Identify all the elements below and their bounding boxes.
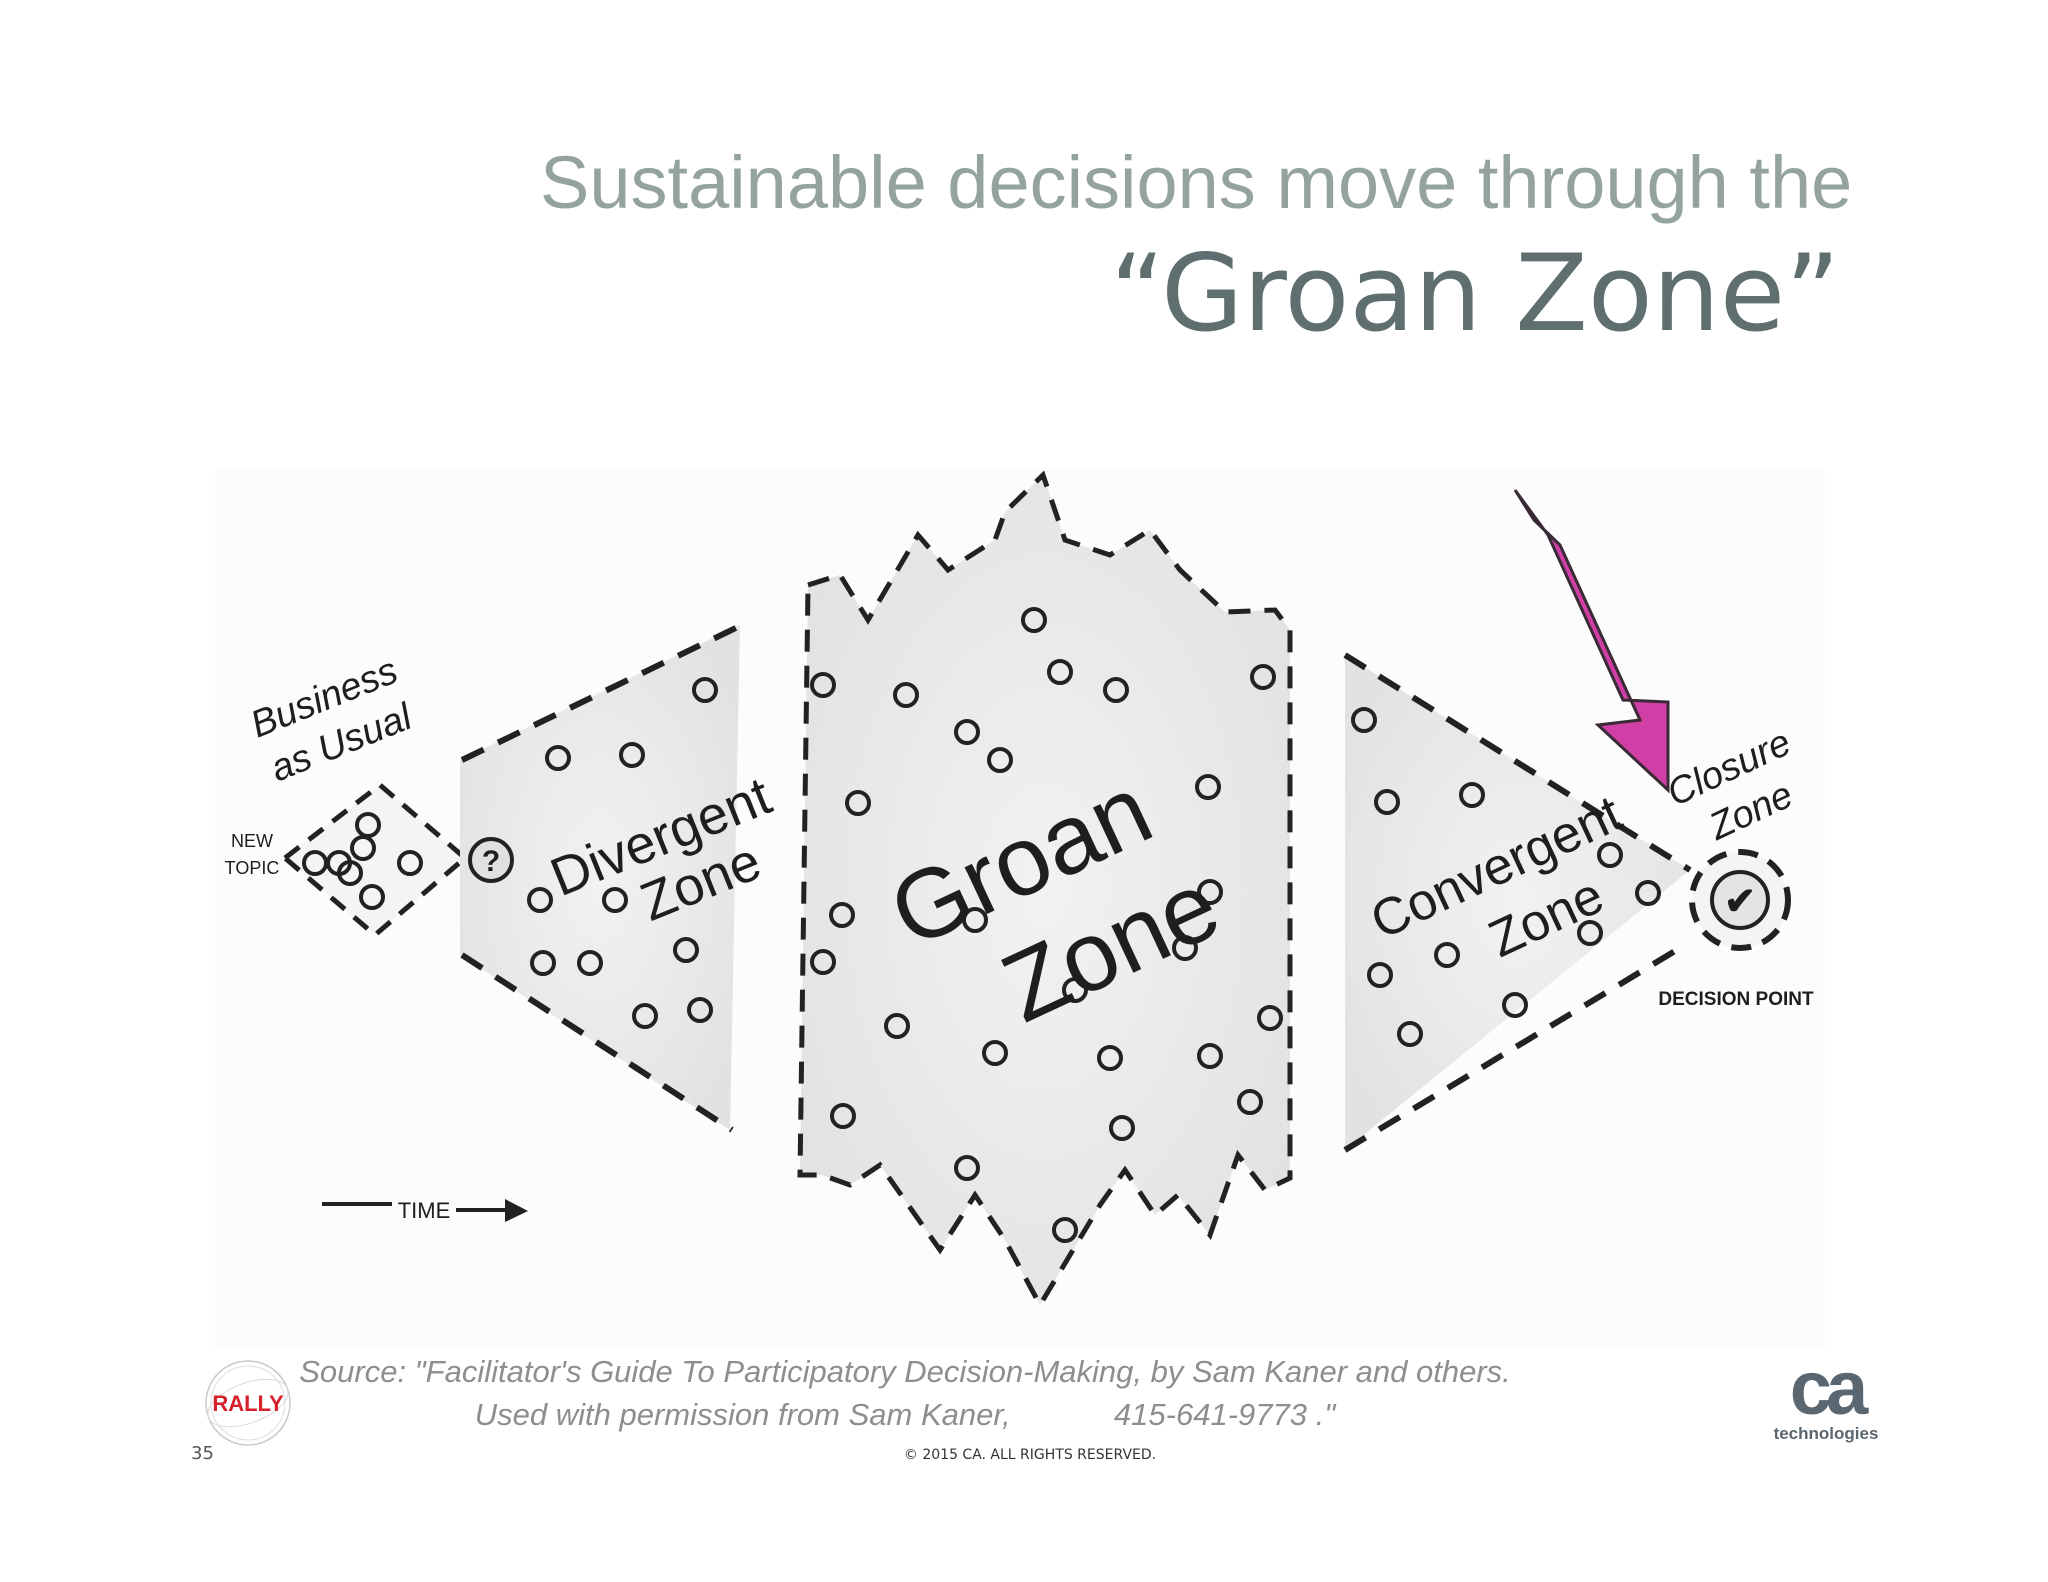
idea-circle	[545, 745, 571, 771]
convergent-zone-shape	[1345, 655, 1690, 1150]
idea-circle	[810, 672, 836, 698]
idea-circle	[687, 997, 713, 1023]
idea-circle	[1172, 935, 1198, 961]
source-citation: Source: "Facilitator's Guide To Particip…	[280, 1350, 1530, 1436]
rally-logo: RALLY	[205, 1360, 291, 1446]
idea-circles	[302, 607, 1661, 1243]
ca-technologies-logo: ca technologies	[1764, 1346, 1888, 1450]
convergent-zone-bottom-edge	[1343, 942, 1687, 1153]
divergent-zone-bottom-edge	[460, 952, 734, 1133]
source-line-2: Used with permission from Sam Kaner, 415…	[474, 1397, 1336, 1432]
idea-circle	[1197, 1043, 1223, 1069]
idea-circle	[954, 1155, 980, 1181]
idea-circle	[829, 902, 855, 928]
divergent-zone-shape	[460, 625, 740, 1130]
idea-circle	[530, 950, 556, 976]
idea-circle	[1367, 962, 1393, 988]
idea-circle	[1097, 1045, 1123, 1071]
idea-circle	[1109, 1115, 1135, 1141]
idea-circle	[577, 950, 603, 976]
divergent-zone-top-edge	[460, 622, 744, 763]
new-topic-label-line-1: NEW	[231, 831, 273, 851]
slide-number: 35	[191, 1443, 214, 1464]
time-label: TIME	[398, 1198, 451, 1223]
idea-circle	[359, 884, 385, 910]
convergent-zone-top-edge	[1343, 652, 1692, 873]
idea-circle	[1635, 880, 1661, 906]
idea-circle	[355, 812, 381, 838]
idea-circle	[1397, 1021, 1423, 1047]
idea-circle	[527, 887, 553, 913]
idea-circle	[632, 1003, 658, 1029]
idea-circle	[987, 747, 1013, 773]
ca-logo-wordmark: technologies	[1773, 1424, 1879, 1443]
idea-circle	[884, 1013, 910, 1039]
checkmark-icon: ✔	[1724, 881, 1756, 923]
idea-circle	[1021, 607, 1047, 633]
idea-circle	[810, 949, 836, 975]
idea-circle	[1374, 789, 1400, 815]
ca-logo-mark: ca	[1789, 1346, 1869, 1431]
source-line-1: Source: "Facilitator's Guide To Particip…	[299, 1354, 1511, 1389]
idea-circle	[830, 1103, 856, 1129]
rally-logo-text: RALLY	[212, 1391, 284, 1416]
slide-title-line-2: “Groan Zone”	[1110, 232, 1840, 355]
idea-circle	[1052, 1217, 1078, 1243]
idea-circle	[397, 850, 423, 876]
idea-circle	[692, 677, 718, 703]
decision-point-label: DECISION POINT	[1658, 989, 1814, 1010]
idea-circle	[602, 887, 628, 913]
decision-point-circle	[1710, 870, 1770, 930]
idea-circle	[1597, 842, 1623, 868]
idea-circle	[893, 682, 919, 708]
idea-circle	[1062, 977, 1088, 1003]
idea-circle	[1577, 920, 1603, 946]
question-mark-icon: ?	[482, 845, 500, 878]
idea-circle	[845, 790, 871, 816]
idea-circle	[1502, 992, 1528, 1018]
idea-circle	[619, 742, 645, 768]
idea-circle	[982, 1040, 1008, 1066]
idea-circle	[337, 860, 363, 886]
idea-circle	[1047, 659, 1073, 685]
idea-circle	[673, 937, 699, 963]
idea-circle	[1103, 677, 1129, 703]
slide-title-line-1: Sustainable decisions move through the	[540, 141, 1853, 224]
idea-circle	[1459, 782, 1485, 808]
question-mark-circle	[468, 837, 514, 883]
time-arrow-head	[505, 1199, 528, 1222]
new-topic-label-line-2: TOPIC	[225, 858, 280, 878]
idea-circle	[1237, 1089, 1263, 1115]
idea-circle	[1257, 1005, 1283, 1031]
business-as-usual-diamond	[281, 781, 469, 939]
idea-circle	[1195, 774, 1221, 800]
idea-circle	[1434, 942, 1460, 968]
idea-circle	[1351, 707, 1377, 733]
idea-circle	[1197, 879, 1223, 905]
idea-circle	[954, 719, 980, 745]
highlight-arrow-icon	[1513, 489, 1670, 794]
idea-circle	[1250, 664, 1276, 690]
groan-zone-shape	[797, 470, 1293, 1311]
copyright-notice: © 2015 CA. ALL RIGHTS RESERVED.	[903, 1447, 1157, 1463]
idea-circle	[962, 907, 988, 933]
